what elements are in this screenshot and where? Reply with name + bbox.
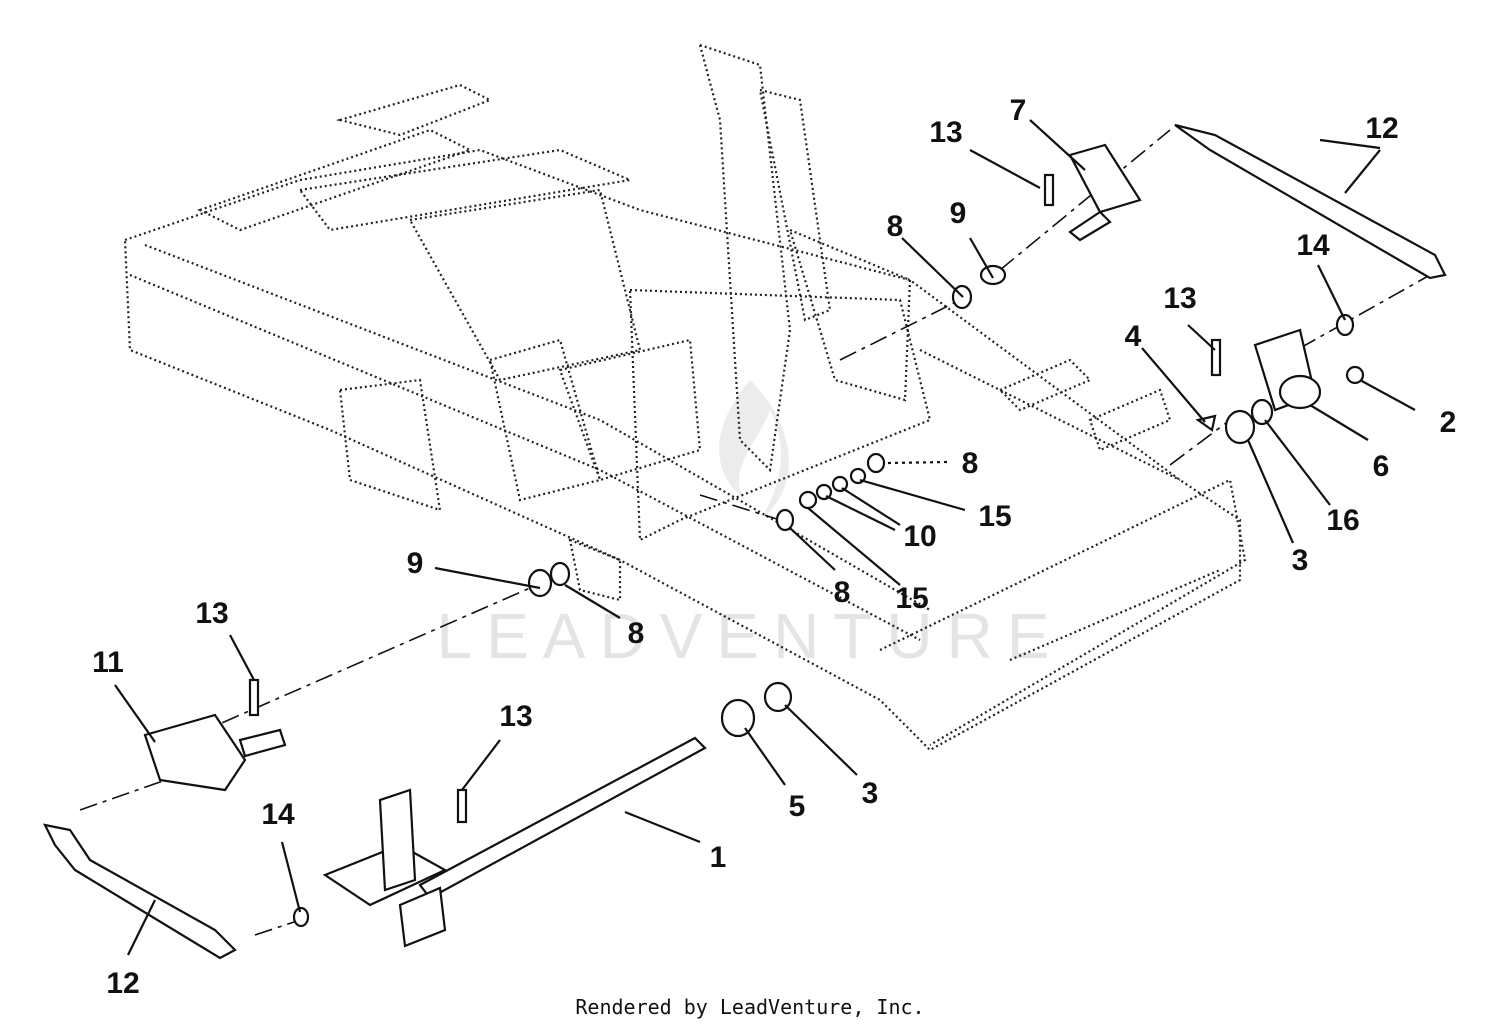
callout-10[interactable]: 10 [903,520,936,553]
callout-3-front[interactable]: 3 [862,777,879,810]
callout-8-left[interactable]: 8 [628,617,645,650]
callouts: 1 2 3 3 4 5 6 7 8 8 8 8 9 9 10 11 12 12 … [92,94,1456,1000]
part-12-link-rod-upper[interactable] [1174,123,1447,280]
callout-2[interactable]: 2 [1440,406,1457,439]
callout-15-right[interactable]: 15 [978,500,1011,533]
callout-15-middle[interactable]: 15 [895,582,928,615]
watermark: LEADVENTURE [437,380,1064,672]
callout-8-middle[interactable]: 8 [834,576,851,609]
callout-8-right[interactable]: 8 [962,447,979,480]
callout-8-upper[interactable]: 8 [887,210,904,243]
part-1-rockshaft[interactable] [322,736,707,948]
flame-logo-icon [719,380,789,520]
tractor-frame [123,43,1247,752]
callout-9-left[interactable]: 9 [407,547,424,580]
callout-12-upper[interactable]: 12 [1365,112,1398,145]
callout-6[interactable]: 6 [1373,450,1390,483]
callout-13-lower[interactable]: 13 [499,700,532,733]
callout-1[interactable]: 1 [710,841,727,874]
part-11-bracket[interactable] [143,713,287,792]
callout-13-upper[interactable]: 13 [929,116,962,149]
footer-credit: Rendered by LeadVenture, Inc. [575,995,924,1019]
callout-14-lower[interactable]: 14 [261,798,295,831]
part-12-link-rod-lower[interactable] [43,823,237,960]
callout-12-lower[interactable]: 12 [106,967,139,1000]
callout-13-right[interactable]: 13 [1163,282,1196,315]
leader-lines [114,119,1416,956]
part-7-bracket[interactable] [1068,143,1142,242]
callout-11[interactable]: 11 [92,646,124,679]
small-hardware [248,173,1365,928]
callout-3-right[interactable]: 3 [1292,544,1309,577]
callout-9-upper[interactable]: 9 [950,197,967,230]
assembly-axis-lines [79,129,1431,936]
callout-14-right[interactable]: 14 [1296,229,1330,262]
part-6-bracket[interactable] [1253,328,1322,412]
callout-13-left[interactable]: 13 [195,597,228,630]
callout-4[interactable]: 4 [1125,320,1142,353]
callout-7[interactable]: 7 [1010,94,1027,127]
watermark-text: LEADVENTURE [437,600,1064,672]
callout-16[interactable]: 16 [1326,504,1359,537]
callout-5[interactable]: 5 [789,790,806,823]
